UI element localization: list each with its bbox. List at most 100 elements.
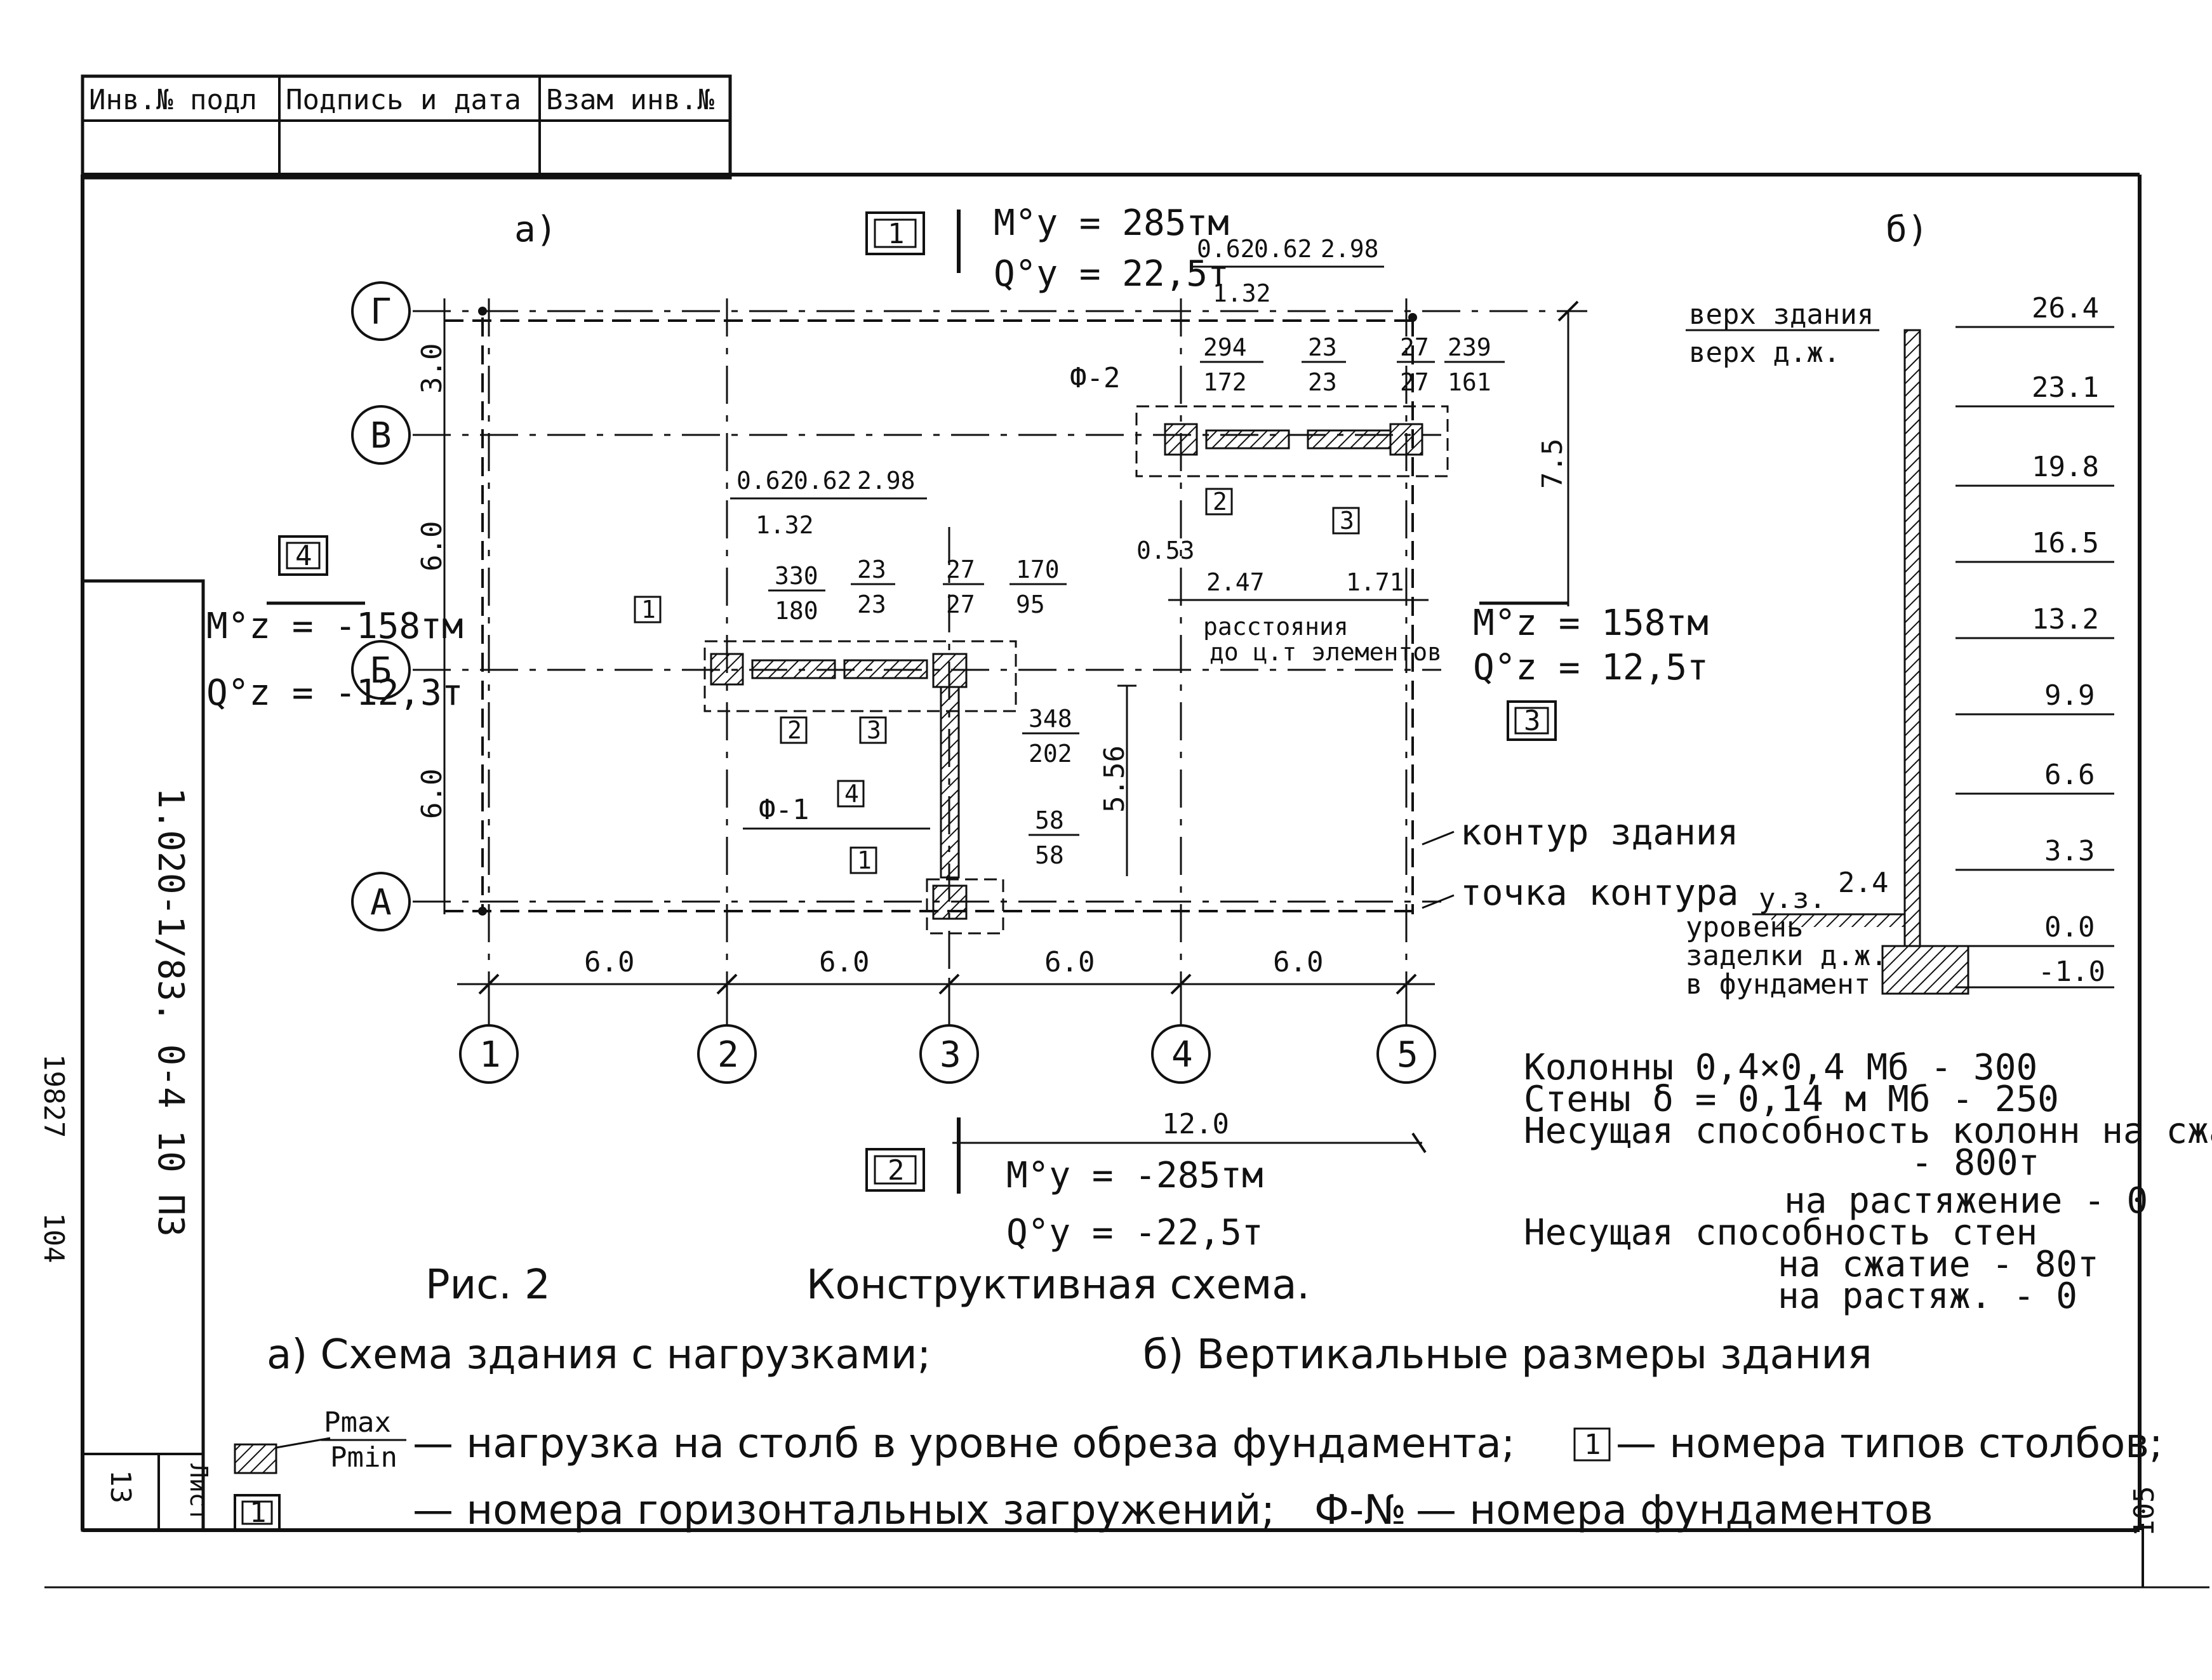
svg-text:1.71: 1.71: [1346, 568, 1404, 596]
podpis-data-label: Подпись и дата: [286, 84, 521, 116]
type-box-2: 2: [1213, 488, 1227, 516]
svg-text:Несущая способность стен: Несущая способность стен: [1524, 1212, 2037, 1253]
legend-hor-box: 1: [250, 1497, 267, 1529]
axis-col-2: 2: [717, 1034, 739, 1076]
svg-text:- 800т: - 800т: [1911, 1142, 2039, 1183]
archive-number: 19827: [37, 1054, 70, 1138]
load-top: 1 M°y = 285тм Q°y = 22,5т: [865, 203, 1229, 295]
upper-dim: 1.32: [1213, 279, 1271, 307]
vzam-inv-label: Взам инв.№: [546, 84, 714, 116]
svg-text:0.53: 0.53: [1136, 537, 1195, 564]
svg-text:27: 27: [1400, 333, 1429, 361]
dim-col-2-3: 6.0: [819, 946, 869, 978]
column-pier: [710, 653, 744, 686]
row-axes: Г В Б А: [351, 281, 411, 931]
legend: Pmax Pmin — нагрузка на столб в уровне о…: [234, 1406, 2163, 1534]
svg-text:3.3: 3.3: [2044, 835, 2095, 867]
embed-label: заделки д.ж.: [1686, 940, 1888, 972]
svg-text:180: 180: [775, 597, 818, 625]
lower-dim: 0.62: [794, 467, 852, 495]
lower-dim: 0.62: [736, 467, 795, 495]
svg-text:9.9: 9.9: [2044, 679, 2095, 712]
svg-text:161: 161: [1448, 368, 1491, 396]
ground-value: 2.4: [1838, 867, 1888, 899]
foundation-section: [1881, 945, 1969, 995]
legend-found-text: — номера фундаментов: [1416, 1487, 1933, 1534]
figure-title: Конструктивная схема.: [806, 1262, 1310, 1309]
dim-row-6-0-b: 6.0: [416, 769, 448, 819]
axis-col-4: 4: [1171, 1034, 1193, 1076]
level-lines: [1955, 326, 2114, 989]
svg-text:23: 23: [1308, 368, 1337, 396]
foundation-f1: Ф-1: [759, 794, 809, 826]
svg-text:5.56: 5.56: [1098, 745, 1131, 813]
svg-text:23: 23: [857, 556, 886, 583]
svg-text:294: 294: [1203, 333, 1247, 361]
svg-text:6.6: 6.6: [2044, 759, 2095, 791]
figure-number: Рис. 2: [425, 1262, 550, 1309]
svg-text:1: 1: [888, 218, 905, 250]
wall-segment: [843, 659, 928, 679]
svg-text:330: 330: [775, 562, 818, 590]
svg-text:27: 27: [946, 590, 975, 618]
svg-text:4: 4: [295, 540, 312, 572]
inv-podl-label: Инв.№ подл: [89, 84, 257, 116]
contour-point: [1408, 313, 1417, 322]
axis-col-3: 3: [940, 1034, 961, 1076]
legend-hor-text: — номера горизонтальных загружений;: [413, 1487, 1275, 1534]
legend-load-text: — нагрузка на столб в уровне обреза фунд…: [413, 1420, 1515, 1467]
column-pier: [932, 884, 968, 920]
lower-dim: 1.32: [756, 511, 814, 539]
sheet-number: 13: [104, 1470, 137, 1503]
axis-col-1: 1: [479, 1034, 501, 1076]
svg-text:348: 348: [1029, 705, 1072, 733]
svg-text:Стены δ = 0,14 м Мб - 250: Стены δ = 0,14 м Мб - 250: [1524, 1079, 2059, 1120]
contour-point: [478, 307, 487, 316]
svg-text:2: 2: [888, 1154, 905, 1187]
svg-text:19.8: 19.8: [2032, 451, 2099, 483]
svg-text:95: 95: [1016, 590, 1045, 618]
embed-label: в фундамент: [1686, 968, 1870, 1001]
axis-row-a: А: [370, 882, 392, 923]
dim-col-4-5: 6.0: [1273, 946, 1323, 978]
side-stamp: 1.020-1/83. 0-4 10 ПЗ 19827 104 Лист 13 …: [37, 579, 2161, 1537]
figure-caption: Рис. 2 Конструктивная схема. а) Схема зд…: [267, 1262, 1872, 1378]
wall-segment: [940, 686, 960, 879]
wall-section: [1903, 329, 1921, 947]
svg-text:202: 202: [1029, 740, 1072, 768]
scheme-b: б) верх здания верх д.ж. 26.4 23.1 19.8 …: [1686, 209, 2114, 1001]
contour-labels: контур здания точка контура: [1422, 812, 1738, 914]
type-box-4: 4: [844, 780, 859, 808]
level-values: 26.4 23.1 19.8 16.5 13.2 9.9 6.6 3.3 0.0…: [2032, 292, 2105, 988]
type-box-1: 1: [857, 846, 872, 874]
axis-row-g: Г: [370, 291, 392, 333]
lower-wall-group: 0.62 0.62 2.98 1.32 330 180 23 23 27 27 …: [634, 467, 1136, 935]
caption-line-b: б) Вертикальные размеры здания: [1143, 1331, 1872, 1378]
svg-text:239: 239: [1448, 333, 1491, 361]
svg-text:16.5: 16.5: [2032, 527, 2099, 559]
foundation-f2: Ф-2: [1070, 362, 1120, 394]
column-dimensions: 6.0 6.0 6.0 6.0 12.0: [457, 946, 1435, 1154]
load-bottom: 2 M°y = -285тм Q°y = -22,5т: [865, 1117, 1263, 1253]
right-page-number: 105: [2128, 1486, 2161, 1537]
svg-text:Q°y = -22,5т: Q°y = -22,5т: [1006, 1212, 1263, 1253]
svg-text:3: 3: [1524, 705, 1541, 737]
legend-hatch-swatch: [234, 1443, 277, 1474]
lower-dim: 2.98: [857, 467, 916, 495]
scheme-a-label: а): [514, 209, 557, 250]
scheme-b-label: б): [1886, 209, 1928, 250]
building-top-label: верх здания: [1689, 298, 1874, 331]
contour-label: контур здания: [1460, 812, 1738, 853]
svg-text:Q°y = 22,5т: Q°y = 22,5т: [994, 253, 1229, 295]
svg-text:27: 27: [1400, 368, 1429, 396]
svg-text:2.47: 2.47: [1206, 568, 1265, 596]
dim-col-1-2: 6.0: [584, 946, 634, 978]
load-left: 4 M°z = -158тм Q°z = -12,3т: [206, 535, 463, 714]
svg-text:58: 58: [1035, 806, 1064, 834]
svg-text:M°z = -158тм: M°z = -158тм: [206, 606, 463, 647]
contour-point-label: точка контура: [1460, 872, 1738, 914]
upper-wall-group: 0.62 0.62 2.98 1.32 294 172 23 23 27 27 …: [1070, 235, 1505, 666]
upper-dim: 2.98: [1321, 235, 1379, 263]
dim-row-6-0-a: 6.0: [416, 521, 448, 571]
row-grid-lines: [413, 310, 1587, 903]
